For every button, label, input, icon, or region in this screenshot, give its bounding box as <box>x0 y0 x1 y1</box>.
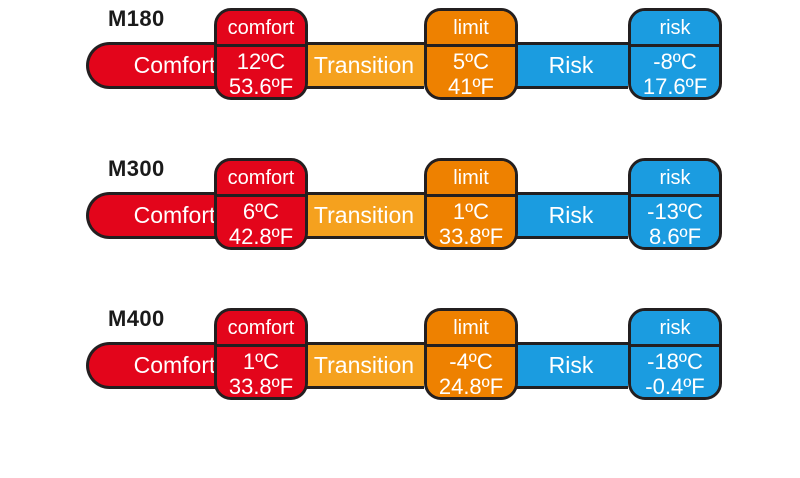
zone-transition: Transition <box>304 342 424 389</box>
marker-badge-risk: risk -13ºC 8.6ºF <box>628 158 722 250</box>
marker-value-celsius: 12ºC <box>236 48 286 74</box>
marker-badge-header: comfort <box>217 311 305 347</box>
marker-badge-title: comfort <box>227 16 295 39</box>
model-label: M400 <box>108 306 165 331</box>
zone-risk-label: Risk <box>548 352 594 378</box>
zone-risk-label: Risk <box>548 52 594 78</box>
marker-value-fahrenheit: -0.4ºF <box>645 373 705 399</box>
zone-transition-label: Transition <box>313 202 415 228</box>
marker-value-fahrenheit: 33.8ºF <box>228 373 294 399</box>
marker-badge-title: comfort <box>227 316 295 339</box>
marker-value-celsius: -13ºC <box>647 198 703 224</box>
model-row: M180 Comfort Transition Risk comfort 12º… <box>0 0 800 110</box>
zone-risk: Risk <box>514 342 628 389</box>
marker-badge-values: 5ºC 41ºF <box>427 47 515 99</box>
marker-badge-header: risk <box>631 161 719 197</box>
zone-comfort-label: Comfort <box>133 202 216 228</box>
marker-badge-title: limit <box>453 16 489 39</box>
marker-badge-header: limit <box>427 311 515 347</box>
model-row: M300 Comfort Transition Risk comfort 6ºC… <box>0 150 800 260</box>
marker-badge-title: limit <box>453 316 489 339</box>
marker-badge-header: comfort <box>217 11 305 47</box>
marker-badge-values: -4ºC 24.8ºF <box>427 347 515 399</box>
temperature-band: Comfort Transition Risk <box>86 192 723 239</box>
marker-value-fahrenheit: 42.8ºF <box>228 223 294 249</box>
marker-badge-title: risk <box>659 16 691 39</box>
marker-badge-comfort: comfort 12ºC 53.6ºF <box>214 8 308 100</box>
marker-badge-values: -18ºC -0.4ºF <box>631 347 719 399</box>
marker-value-celsius: -8ºC <box>653 48 697 74</box>
zone-comfort-label: Comfort <box>133 352 216 378</box>
zone-transition-label: Transition <box>313 52 415 78</box>
zone-risk: Risk <box>514 192 628 239</box>
marker-value-celsius: 5ºC <box>452 48 490 74</box>
marker-badge-values: 12ºC 53.6ºF <box>217 47 305 99</box>
marker-value-fahrenheit: 33.8ºF <box>438 223 504 249</box>
marker-value-fahrenheit: 8.6ºF <box>648 223 702 249</box>
zone-transition: Transition <box>304 42 424 89</box>
marker-badge-header: risk <box>631 11 719 47</box>
marker-badge-limit: limit 5ºC 41ºF <box>424 8 518 100</box>
marker-value-fahrenheit: 53.6ºF <box>228 73 294 99</box>
marker-badge-comfort: comfort 6ºC 42.8ºF <box>214 158 308 250</box>
marker-badge-risk: risk -18ºC -0.4ºF <box>628 308 722 400</box>
marker-value-celsius: 1ºC <box>452 198 490 224</box>
marker-badge-comfort: comfort 1ºC 33.8ºF <box>214 308 308 400</box>
marker-badge-title: risk <box>659 316 691 339</box>
marker-badge-values: 1ºC 33.8ºF <box>217 347 305 399</box>
marker-badge-risk: risk -8ºC 17.6ºF <box>628 8 722 100</box>
model-label: M300 <box>108 156 165 181</box>
marker-badge-values: 1ºC 33.8ºF <box>427 197 515 249</box>
marker-badge-title: risk <box>659 166 691 189</box>
marker-badge-header: limit <box>427 11 515 47</box>
model-label: M180 <box>108 6 165 31</box>
marker-value-celsius: -4ºC <box>449 348 493 374</box>
marker-badge-limit: limit 1ºC 33.8ºF <box>424 158 518 250</box>
marker-value-fahrenheit: 17.6ºF <box>642 73 708 99</box>
zone-comfort-label: Comfort <box>133 52 216 78</box>
zone-risk-label: Risk <box>548 202 594 228</box>
marker-badge-header: limit <box>427 161 515 197</box>
marker-badge-title: comfort <box>227 166 295 189</box>
marker-badge-header: risk <box>631 311 719 347</box>
marker-badge-values: -13ºC 8.6ºF <box>631 197 719 249</box>
marker-badge-values: 6ºC 42.8ºF <box>217 197 305 249</box>
marker-badge-title: limit <box>453 166 489 189</box>
marker-badge-values: -8ºC 17.6ºF <box>631 47 719 99</box>
marker-badge-limit: limit -4ºC 24.8ºF <box>424 308 518 400</box>
marker-value-celsius: -18ºC <box>647 348 703 374</box>
zone-transition: Transition <box>304 192 424 239</box>
model-row: M400 Comfort Transition Risk comfort 1ºC… <box>0 300 800 410</box>
marker-value-fahrenheit: 41ºF <box>448 73 494 99</box>
marker-value-celsius: 6ºC <box>242 198 280 224</box>
zone-risk: Risk <box>514 42 628 89</box>
marker-badge-header: comfort <box>217 161 305 197</box>
zone-transition-label: Transition <box>313 352 415 378</box>
marker-value-fahrenheit: 24.8ºF <box>438 373 504 399</box>
marker-value-celsius: 1ºC <box>242 348 280 374</box>
